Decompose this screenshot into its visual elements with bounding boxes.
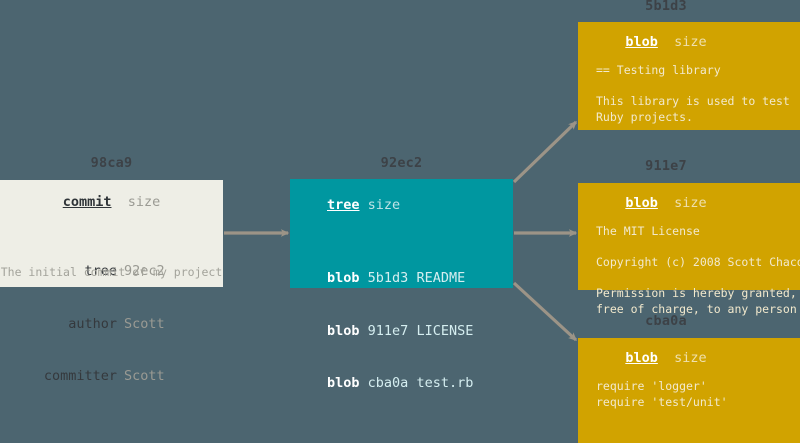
tree-entry-type: blob <box>327 270 360 286</box>
tree-object-box: tree size blob 5b1d3 README blob 911e7 L… <box>290 179 513 391</box>
node-blob-911e7: 911e7 blob size The MIT License Copyrigh… <box>578 158 800 316</box>
tree-entry-hash: cba0a <box>367 375 409 391</box>
tree-entries: blob 5b1d3 README blob 911e7 LICENSE blo… <box>327 235 473 428</box>
blob-object-box: blob size == Testing library This librar… <box>578 22 800 130</box>
blob-size-label: size <box>674 195 707 211</box>
blob-type-label: blob <box>625 195 658 211</box>
tree-entry-gap <box>360 323 368 339</box>
commit-field-value: Scott <box>124 368 165 384</box>
commit-field-row: tree 92ec2 <box>0 263 223 281</box>
blob-object-box: blob size The MIT License Copyright (c) … <box>578 183 800 316</box>
commit-field-value: 92ec2 <box>124 263 165 279</box>
node-hash-label: 911e7 <box>645 158 687 174</box>
commit-size-label <box>112 194 128 210</box>
tree-type-label: tree <box>327 197 360 213</box>
blob-header: blob size <box>578 350 800 367</box>
blob-content: require 'logger' require 'test/unit' cla… <box>596 379 776 443</box>
arrow-tree-to-blob-readme <box>512 120 578 184</box>
tree-entry-name: README <box>416 270 466 286</box>
node-hash-label: 5b1d3 <box>645 0 687 14</box>
tree-entry-name: LICENSE <box>416 322 474 339</box>
node-blob-cba0a: cba0a blob size require 'logger' require… <box>578 313 800 443</box>
blob-header: blob size <box>578 195 800 212</box>
blob-header: blob size <box>578 34 800 51</box>
blob-type-label: blob <box>625 350 658 366</box>
tree-header-gap <box>360 197 368 213</box>
commit-field-key: committer <box>43 368 117 384</box>
commit-field-value: Scott <box>124 315 165 332</box>
node-hash-label: cba0a <box>645 313 687 329</box>
tree-size-label: size <box>367 197 401 213</box>
node-hash-label: 92ec2 <box>380 155 423 171</box>
arrow-tree-to-blob-testrb <box>512 281 578 342</box>
blob-header-gap <box>658 34 674 50</box>
tree-entry: blob 911e7 LICENSE <box>327 323 473 341</box>
tree-entry-hash: 5b1d3 <box>367 270 409 286</box>
blob-header-gap <box>658 195 674 211</box>
tree-entry-type: blob <box>327 322 360 339</box>
blob-size-label: size <box>674 34 707 50</box>
commit-field-row: committer Scott <box>0 368 223 386</box>
blob-content: == Testing library This library is used … <box>596 63 790 124</box>
node-tree-92ec2: 92ec2 tree size blob 5b1d3 README blob 9… <box>290 155 513 391</box>
node-blob-5b1d3: 5b1d3 blob size == Testing library This … <box>578 0 800 130</box>
tree-entry-gap <box>360 270 368 286</box>
commit-message: The initial commit of my project <box>0 265 223 279</box>
tree-entry-hash: 911e7 <box>367 322 409 339</box>
tree-entry-gap <box>360 375 368 391</box>
commit-field-key: tree <box>84 263 117 279</box>
tree-entry: blob 5b1d3 README <box>327 270 473 288</box>
commit-header: commit size <box>0 194 223 211</box>
tree-entry-type: blob <box>327 375 360 391</box>
blob-content: The MIT License Copyright (c) 2008 Scott… <box>596 224 800 316</box>
tree-entry: blob cba0a test.rb <box>327 375 473 393</box>
commit-field-key: author <box>68 315 117 332</box>
blob-type-label: blob <box>625 34 658 50</box>
tree-header: tree size <box>290 197 513 214</box>
node-hash-label: 98ca9 <box>90 155 133 171</box>
commit-type-label: commit <box>62 194 112 210</box>
blob-size-label: size <box>674 350 707 366</box>
commit-field-row: author Scott <box>0 316 223 334</box>
commit-size-value: size <box>127 194 161 210</box>
blob-object-box: blob size require 'logger' require 'test… <box>578 338 800 443</box>
tree-entry-name: test.rb <box>416 375 474 391</box>
blob-header-gap <box>658 350 674 366</box>
